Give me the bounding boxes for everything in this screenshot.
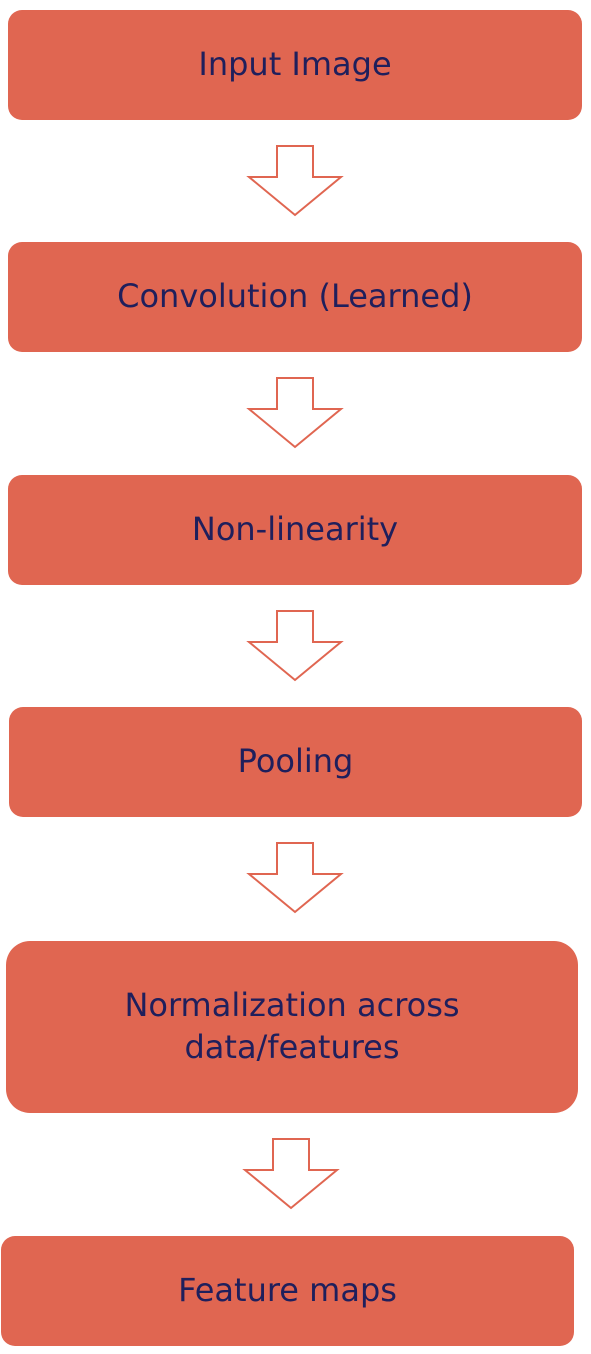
step-label: Non-linearity [191, 510, 399, 549]
step-label: Feature maps [178, 1271, 397, 1310]
down-arrow-icon [246, 610, 344, 682]
step-non-linearity: Non-linearity [8, 475, 582, 585]
down-arrow-icon [246, 842, 344, 914]
down-arrow-icon [246, 377, 344, 449]
step-label: Pooling [237, 742, 354, 781]
step-pooling: Pooling [9, 707, 582, 817]
step-label: Input Image [198, 45, 392, 84]
step-convolution: Convolution (Learned) [8, 242, 582, 352]
step-label: Normalization across data/features [124, 986, 460, 1066]
step-input-image: Input Image [8, 10, 582, 120]
step-feature-maps: Feature maps [1, 1236, 574, 1346]
down-arrow-icon [246, 145, 344, 217]
step-label: Convolution (Learned) [117, 277, 473, 316]
step-normalization: Normalization across data/features [6, 941, 578, 1113]
down-arrow-icon [242, 1138, 340, 1210]
